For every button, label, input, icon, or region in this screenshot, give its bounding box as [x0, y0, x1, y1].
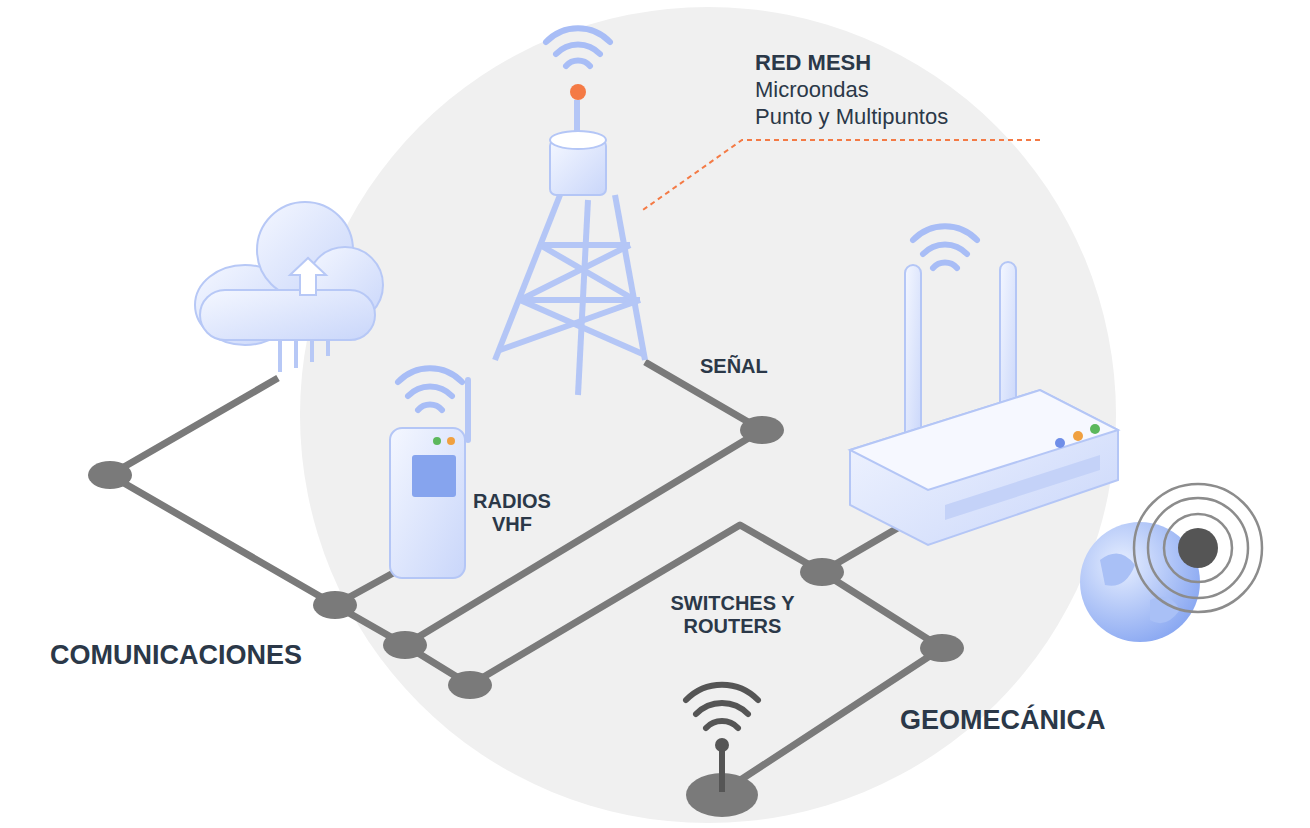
globe-icon — [1080, 484, 1262, 642]
switch-label: SWITCHES Y ROUTERS — [650, 592, 815, 638]
cloud-icon — [195, 202, 383, 372]
sensor-icon — [686, 685, 758, 817]
section-label: GEOMECÁNICA — [900, 705, 1106, 736]
section-label: COMUNICACIONES — [50, 640, 302, 671]
network-title: RED MESH — [755, 50, 871, 75]
radio-icon — [390, 368, 468, 578]
network-subtitle: Microondas — [755, 77, 869, 102]
leader-line — [640, 140, 1040, 212]
wires — [110, 362, 942, 792]
radio-label: RADIOS VHF — [462, 490, 562, 536]
router-icon — [850, 226, 1118, 545]
network-subtitle: Punto y Multipuntos — [755, 104, 948, 129]
tower-icon — [495, 100, 645, 395]
signal-label: SEÑAL — [700, 355, 768, 378]
tower-top — [546, 28, 610, 195]
